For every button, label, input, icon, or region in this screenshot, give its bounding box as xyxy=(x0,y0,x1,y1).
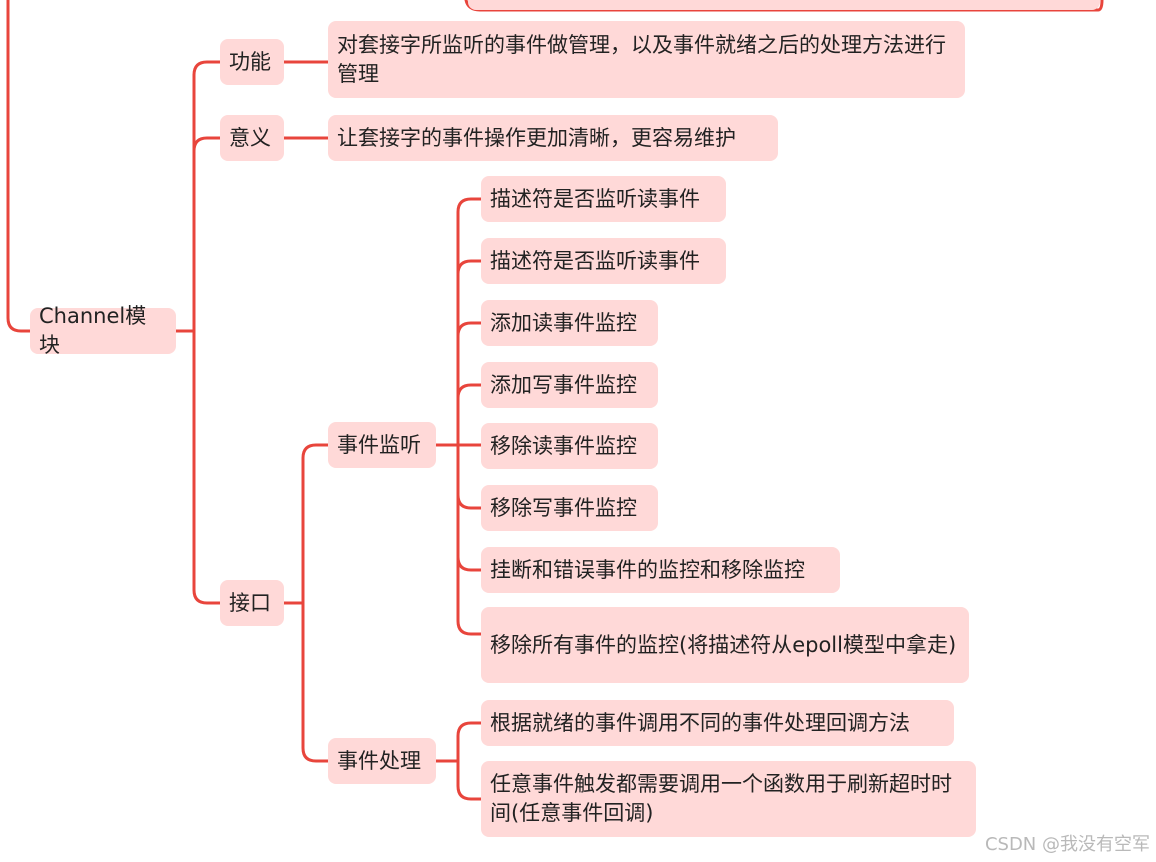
handle-item: 根据就绪的事件调用不同的事件处理回调方法 xyxy=(481,700,954,746)
connector-listen-4 xyxy=(456,383,483,400)
connector-listen-7 xyxy=(456,555,483,572)
listen-item-text: 添加读事件监控 xyxy=(490,310,637,335)
listen-item-text: 添加写事件监控 xyxy=(490,372,637,397)
connector-root-trunk xyxy=(192,73,222,605)
branch-meaning: 意义 xyxy=(220,115,284,161)
connector-listen-3 xyxy=(456,321,483,338)
listen-item: 移除读事件监控 xyxy=(481,423,658,469)
event-listen-label: 事件监听 xyxy=(337,432,421,457)
connector-handle-trunk xyxy=(456,721,483,801)
listen-item-text: 移除所有事件的监控(将描述符从epoll模型中拿走) xyxy=(490,632,957,657)
sub-branch-event-listen: 事件监听 xyxy=(328,422,436,468)
listen-item-text: 描述符是否监听读事件 xyxy=(490,248,700,273)
listen-item: 描述符是否监听读事件 xyxy=(481,176,726,222)
handle-item: 任意事件触发都需要调用一个函数用于刷新超时时间(任意事件回调) xyxy=(481,761,976,837)
connector-listen-trunk xyxy=(456,197,483,636)
connector-listen-6 xyxy=(456,493,483,510)
root-node-channel-module: Channel模块 xyxy=(30,304,176,357)
connector-to-function xyxy=(192,60,222,77)
listen-item-text: 描述符是否监听读事件 xyxy=(490,186,700,211)
connector-upper-trunk xyxy=(6,0,32,333)
function-detail-text: 对套接字所监听的事件做管理，以及事件就绪之后的处理方法进行管理 xyxy=(337,32,946,86)
branch-interface: 接口 xyxy=(220,580,284,626)
listen-item: 移除所有事件的监控(将描述符从epoll模型中拿走) xyxy=(481,607,969,683)
listen-item: 移除写事件监控 xyxy=(481,485,658,531)
listen-item-text: 挂断和错误事件的监控和移除监控 xyxy=(490,557,805,582)
sub-branch-event-handle: 事件处理 xyxy=(328,738,436,784)
root-label: Channel模块 xyxy=(39,304,147,357)
handle-item-text: 根据就绪的事件调用不同的事件处理回调方法 xyxy=(490,710,910,735)
listen-item: 添加写事件监控 xyxy=(481,362,658,408)
branch-interface-label: 接口 xyxy=(229,590,271,615)
connector-interface-trunk xyxy=(301,443,330,763)
listen-item: 描述符是否监听读事件 xyxy=(481,238,726,284)
listen-item: 添加读事件监控 xyxy=(481,300,658,346)
branch-meaning-label: 意义 xyxy=(229,125,271,150)
offscreen-node-bottom-edge xyxy=(468,0,1100,10)
meaning-detail: 让套接字的事件操作更加清晰，更容易维护 xyxy=(328,115,778,161)
listen-item: 挂断和错误事件的监控和移除监控 xyxy=(481,547,840,593)
branch-function-label: 功能 xyxy=(229,49,271,74)
meaning-detail-text: 让套接字的事件操作更加清晰，更容易维护 xyxy=(337,125,736,150)
branch-function: 功能 xyxy=(220,39,284,85)
watermark: CSDN @我没有空军 xyxy=(984,834,1150,855)
connector-listen-2 xyxy=(456,259,483,276)
listen-item-text: 移除读事件监控 xyxy=(490,433,637,458)
function-detail: 对套接字所监听的事件做管理，以及事件就绪之后的处理方法进行管理 xyxy=(328,21,965,98)
listen-item-text: 移除写事件监控 xyxy=(490,495,637,520)
connector-to-meaning xyxy=(192,136,222,153)
handle-item-text: 任意事件触发都需要调用一个函数用于刷新超时时间(任意事件回调) xyxy=(490,772,952,825)
event-handle-label: 事件处理 xyxy=(337,748,421,773)
